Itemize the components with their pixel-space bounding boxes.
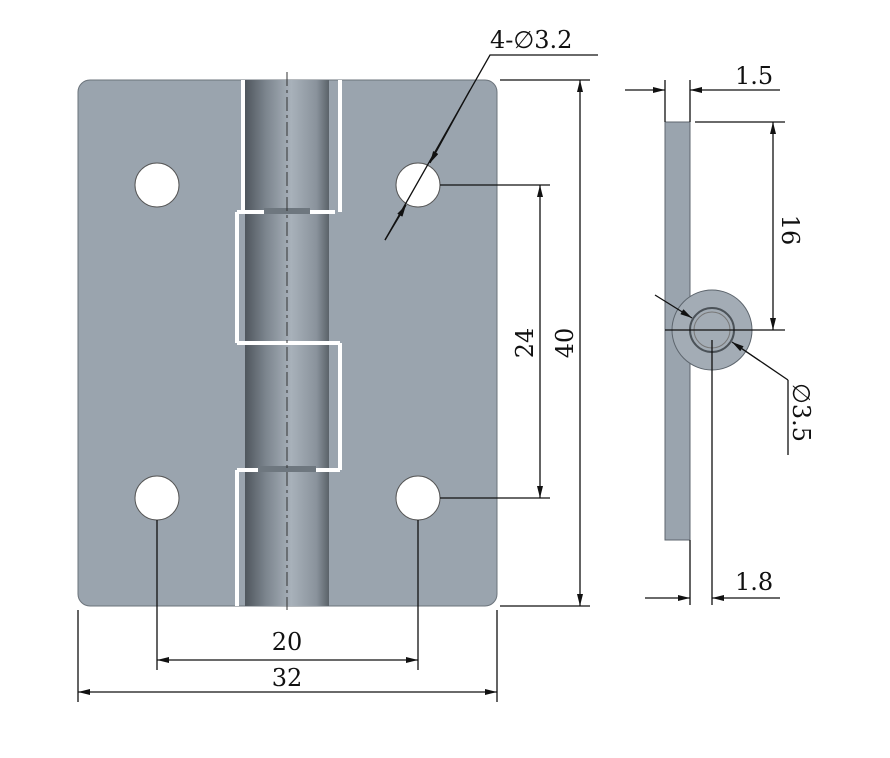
- mounting-hole: [395, 475, 441, 521]
- side-view: 1.5 16 ∅3.5 1.8: [625, 62, 815, 605]
- dim-40: 40: [551, 328, 579, 359]
- mounting-hole: [134, 475, 180, 521]
- dim-line-pin-diameter: [654, 294, 693, 319]
- hole-callout-arrow: [384, 204, 407, 241]
- dim-16: 16: [776, 215, 804, 246]
- dim-pin-diameter: ∅3.5: [787, 383, 815, 442]
- mounting-hole: [395, 162, 441, 208]
- dim-20: 20: [272, 628, 303, 656]
- dim-24: 24: [511, 328, 539, 359]
- extension-lines: [77, 79, 590, 702]
- dim-1-8: 1.8: [735, 568, 773, 596]
- front-view: 24 40 20 32 4-∅3.2: [77, 26, 598, 702]
- hole-callout-arrow: [429, 89, 471, 164]
- knuckle-joint: [258, 466, 316, 472]
- dim-line-pin-diameter-arrow: [731, 341, 761, 362]
- hole-callout: 4-∅3.2: [490, 26, 572, 54]
- hole-callout-leader: [384, 54, 598, 241]
- mounting-hole: [134, 162, 180, 208]
- dim-1-5: 1.5: [735, 62, 773, 90]
- dim-32: 32: [272, 664, 303, 692]
- extension-lines: [664, 80, 785, 605]
